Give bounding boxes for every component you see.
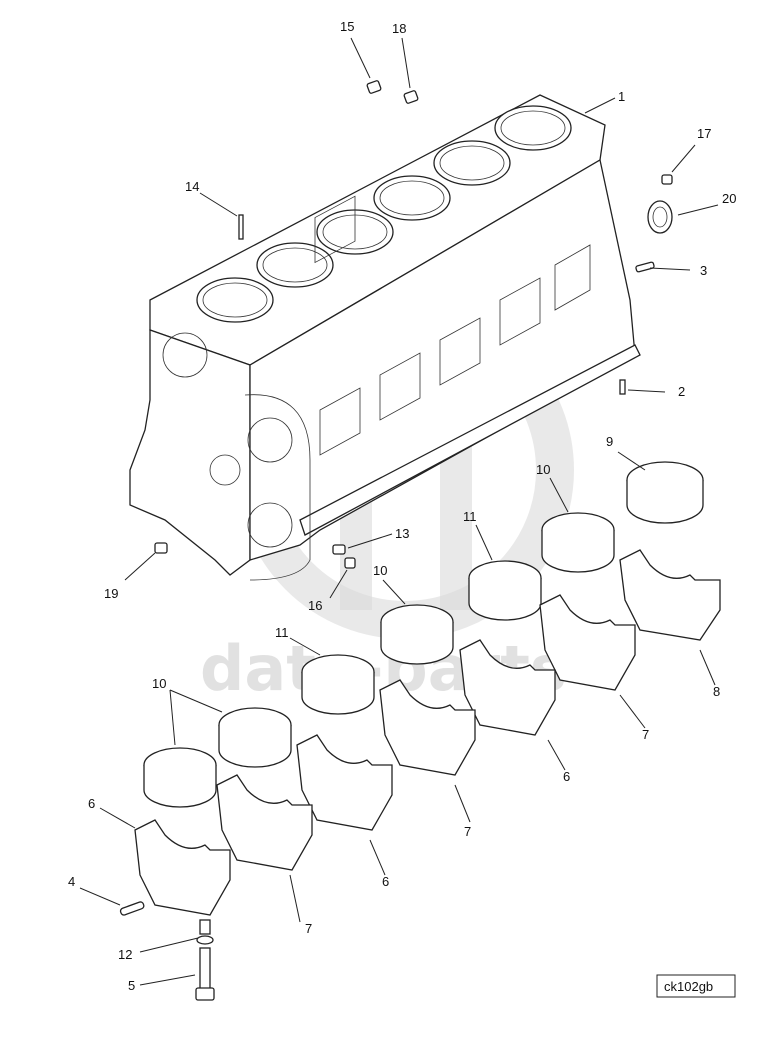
callout-4: 4 — [68, 874, 75, 889]
callout-15: 15 — [340, 19, 354, 34]
callout-11-right: 11 — [463, 509, 477, 524]
callout-5: 5 — [128, 978, 135, 993]
callout-2: 2 — [678, 384, 685, 399]
drawing-code-box: ck102gb — [656, 974, 736, 998]
callout-12: 12 — [118, 947, 132, 962]
callout-16: 16 — [308, 598, 322, 613]
callout-8: 8 — [713, 684, 720, 699]
callout-18: 18 — [392, 21, 406, 36]
callout-13: 13 — [395, 526, 409, 541]
callout-6-left: 6 — [88, 796, 95, 811]
callout-3: 3 — [700, 263, 707, 278]
callout-10-right: 10 — [536, 462, 550, 477]
callout-14: 14 — [185, 179, 199, 194]
callout-20: 20 — [722, 191, 736, 206]
callout-10-mid: 10 — [373, 563, 387, 578]
leader-lines — [79, 37, 719, 986]
callout-9: 9 — [606, 434, 613, 449]
bearing-shells — [143, 461, 704, 808]
callout-1: 1 — [618, 89, 625, 104]
callout-7-left: 7 — [305, 921, 312, 936]
callout-7-mid: 7 — [464, 824, 471, 839]
bearing-caps — [134, 549, 721, 916]
cap-fasteners — [119, 901, 215, 1001]
callout-6-mid: 6 — [382, 874, 389, 889]
callout-10-left: 10 — [152, 676, 166, 691]
callout-19: 19 — [104, 586, 118, 601]
block-fittings — [154, 80, 673, 569]
cylinder-block — [129, 94, 641, 581]
drawing-code: ck102gb — [664, 979, 713, 994]
callout-11-left: 11 — [275, 625, 289, 640]
callout-17: 17 — [697, 126, 711, 141]
callout-labels: 1 2 3 4 5 6 6 6 7 7 7 8 9 10 10 10 11 11… — [68, 19, 736, 993]
callout-6-right: 6 — [563, 769, 570, 784]
callout-7-right: 7 — [642, 727, 649, 742]
